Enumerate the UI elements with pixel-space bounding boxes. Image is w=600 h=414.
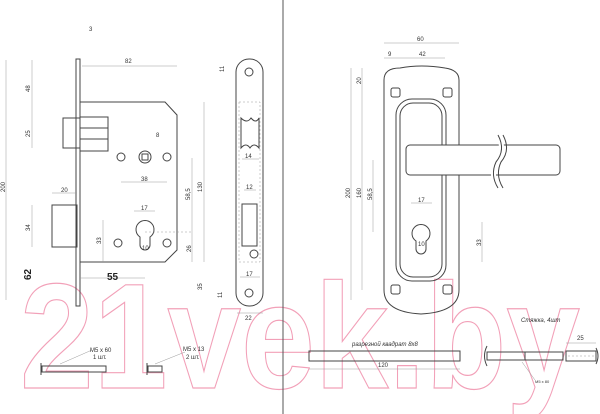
dim-cyl-width: 17 <box>141 206 148 212</box>
dim-faceplate: 3 <box>89 27 93 33</box>
dim-strike-bolt: 12 <box>246 185 253 191</box>
handle-cylinder-hole <box>411 224 431 255</box>
screw-long-qty: 1 шт. <box>93 355 107 361</box>
dim-backset: 55 <box>107 272 119 283</box>
dim-body-height: 130 <box>198 181 204 192</box>
latch-bolt <box>79 116 109 152</box>
screw-short-qty: 2 шт. <box>186 355 200 361</box>
dim-strike-width: 17 <box>246 272 253 278</box>
dim-handle-total: 200 <box>346 187 352 198</box>
spindle-label: разрезной квадрат 8х8 <box>351 341 419 348</box>
dim-handle-center: 58,5 <box>368 188 374 200</box>
strike-plate: 11 14 12 17 11 22 <box>218 58 264 322</box>
dim-total-height: 200 <box>1 181 7 192</box>
dim-handle-holes: 160 <box>357 187 363 198</box>
dim-handle-width: 60 <box>417 37 424 43</box>
dim-screw-spacing: 38 <box>141 177 148 183</box>
bolt-opening <box>241 203 258 247</box>
lever <box>405 144 561 176</box>
tie-screw-label: M5 x 80 <box>535 379 550 384</box>
latch <box>62 117 81 149</box>
dim-bottom: 35 <box>198 283 204 290</box>
spindle-hole <box>141 153 149 161</box>
handle-plate <box>383 65 460 315</box>
dim-strike-top: 11 <box>220 65 226 72</box>
dim-cyl-bottom: 26 <box>187 245 193 252</box>
dim-cyl-height: 33 <box>97 237 103 244</box>
dim-deadbolt-throw: 20 <box>61 188 68 194</box>
dim-cyl-slot: 10 <box>142 246 149 252</box>
deadbolt <box>51 204 78 248</box>
dim-handle-cyl-w: 17 <box>418 198 425 204</box>
dim-handle-cyl-slot: 10 <box>418 242 425 248</box>
screw-long <box>41 365 107 373</box>
mortise-lock-body <box>5 58 205 307</box>
dim-top: 48 <box>26 85 32 92</box>
faceplate <box>75 58 81 307</box>
dim-handle-cyl-h: 33 <box>477 239 483 246</box>
dim-strike-latch: 14 <box>245 154 252 160</box>
strike-outline <box>235 58 264 307</box>
dim-deadbolt: 34 <box>26 224 32 231</box>
screw-short-label: M5 x 13 <box>183 347 205 353</box>
spindle-bar <box>308 350 461 362</box>
dim-handle-edge: 9 <box>388 52 392 58</box>
cylinder-hole <box>135 220 155 251</box>
latch-opening <box>240 116 260 150</box>
dim-strike-bottom: 11 <box>218 291 224 298</box>
watermark-logo: 21vek.by <box>20 252 580 414</box>
lock-case <box>80 101 178 263</box>
dim-backset-label: 62 <box>23 268 34 280</box>
dim-spindle: 8 <box>156 133 160 139</box>
spindle-length: 120 <box>378 363 389 369</box>
dim-strike-plate: 22 <box>245 316 252 322</box>
hardware: M5 x 60 1 шт. M5 x 13 2 шт. разрезной кв… <box>40 318 599 384</box>
tie-length: 25 <box>577 336 584 342</box>
dim-hole-spacing: 42 <box>419 52 426 58</box>
dim-center-distance: 58,5 <box>186 188 192 200</box>
screw-long-label: M5 x 60 <box>90 348 112 354</box>
dim-handle-top: 20 <box>357 77 363 84</box>
screw-short <box>147 365 163 373</box>
dim-latch: 25 <box>26 130 32 137</box>
lock-dimensions: 3 82 48 25 200 8 38 58,5 130 20 34 17 33… <box>1 27 204 290</box>
dim-depth: 82 <box>125 59 132 65</box>
tie-label: Стяжка, 4шт <box>521 318 560 324</box>
door-handle: 60 9 42 20 200 160 58,5 17 10 33 <box>346 37 561 315</box>
plate-recess <box>395 98 447 282</box>
tie-sleeve <box>565 350 597 362</box>
